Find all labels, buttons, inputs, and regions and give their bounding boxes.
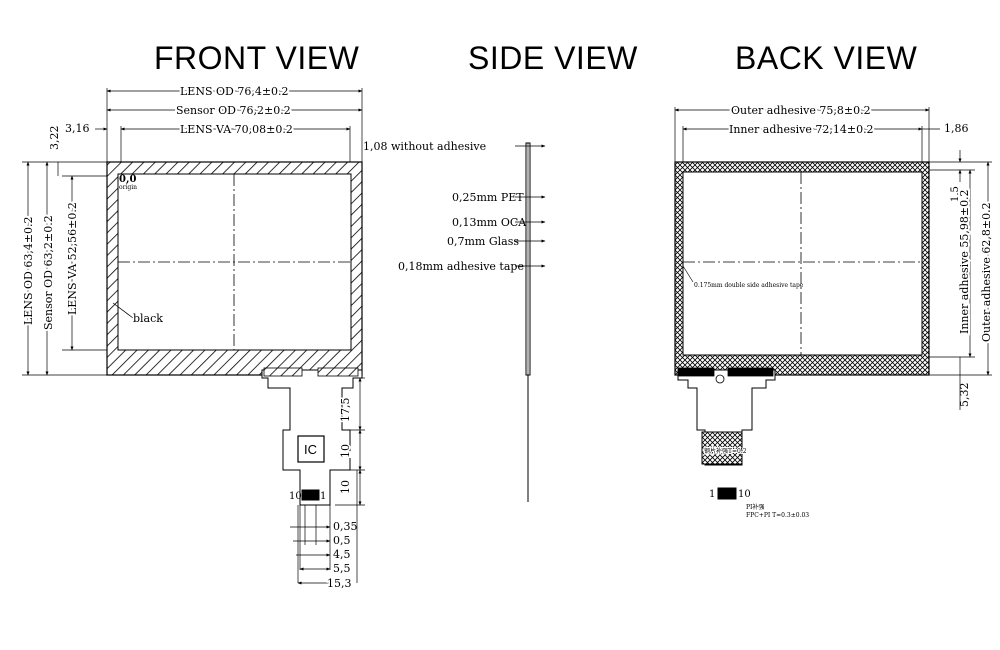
side-view-labels: 1,08 without adhesive 0,25mm PET 0,13mm … xyxy=(363,140,527,273)
left-offset-label: 3,16 xyxy=(65,122,90,135)
fpc-length-1-label: 17,5 xyxy=(339,398,352,423)
oca-layer-label: 0,13mm OCA xyxy=(452,216,527,229)
connector-pins xyxy=(301,489,320,501)
origin-sublabel: origin xyxy=(119,184,137,191)
pitch-05-label: 0,5 xyxy=(333,534,351,547)
lens-od-width-label: LENS OD 76,4±0.2 xyxy=(180,85,289,98)
top-offset-label: 3,22 xyxy=(48,126,61,151)
ic-chip xyxy=(297,435,325,463)
lens-va-width-label: LENS VA 70,08±0.2 xyxy=(180,123,293,136)
sensor-od-height-label: Sensor OD 63,2±0.2 xyxy=(42,215,55,330)
outer-adhesive-width-label: Outer adhesive 75,8±0.2 xyxy=(731,104,871,117)
back-view-labels: Outer adhesive 75,8±0.2 Inner adhesive 7… xyxy=(694,102,995,519)
back-pin-10-label: 10 xyxy=(738,489,751,500)
fpc-thickness-note: FPC+PI T=0.3±0.03 xyxy=(746,512,809,519)
side-view xyxy=(515,142,546,502)
ic-label: IC xyxy=(304,442,317,457)
thickness-label: 1,08 without adhesive xyxy=(363,140,486,153)
pet-layer-label: 0,25mm PET xyxy=(452,191,524,204)
front-view-labels: LENS OD 76,4±0.2 Sensor OD 76,2±0.2 LENS… xyxy=(20,83,358,592)
adhesive-tape-layer-label: 0,18mm adhesive tape xyxy=(398,260,524,273)
inner-adhesive-height-label: Inner adhesive 55,98±0.2 xyxy=(958,189,971,334)
top-offset-label-back: 1,5 xyxy=(950,186,961,202)
pitch-45-label: 4,5 xyxy=(333,548,351,561)
pitch-035-label: 0,35 xyxy=(333,520,358,533)
pi-stiffener-note: PI补强 xyxy=(746,503,764,511)
bottom-offset-label: 5,32 xyxy=(958,383,971,408)
side-view-title: SIDE VIEW xyxy=(468,40,638,76)
black-label: black xyxy=(133,312,163,325)
origin-label: 0,0 xyxy=(119,174,136,185)
fpc-length-2-label: 10 xyxy=(339,444,352,458)
front-view-title: FRONT VIEW xyxy=(154,40,360,76)
right-offset-label: 1,86 xyxy=(944,122,969,135)
back-connector-pins xyxy=(717,487,737,500)
outer-adhesive-height-label: Outer adhesive 62,8±0.2 xyxy=(980,202,993,342)
back-inner-area xyxy=(682,171,923,356)
front-view xyxy=(22,88,365,585)
steel-stiffener xyxy=(701,431,743,465)
back-view xyxy=(674,107,992,500)
back-pin-1-label: 1 xyxy=(709,489,715,500)
stiffener-note: 钢片补强T=0.2 xyxy=(704,447,747,455)
glass-layer-label: 0,7mm Glass xyxy=(447,235,519,248)
pin-1-label: 1 xyxy=(320,491,326,502)
back-view-title: BACK VIEW xyxy=(735,40,918,76)
pitch-55-label: 5,5 xyxy=(333,562,351,575)
adhesive-tape-note: 0.175mm double side adhesive tape xyxy=(694,282,804,289)
lens-va-height-label: LENS VA 52,56±0.2 xyxy=(66,202,79,315)
pitch-153-label: 15,3 xyxy=(327,577,352,590)
lens-od-height-label: LENS OD 63,4±0.2 xyxy=(22,216,35,325)
fpc-length-3-label: 10 xyxy=(339,480,352,494)
inner-adhesive-width-label: Inner adhesive 72,14±0.2 xyxy=(729,123,874,136)
sensor-od-width-label: Sensor OD 76,2±0.2 xyxy=(176,104,291,117)
pin-10-label: 10 xyxy=(289,491,302,502)
